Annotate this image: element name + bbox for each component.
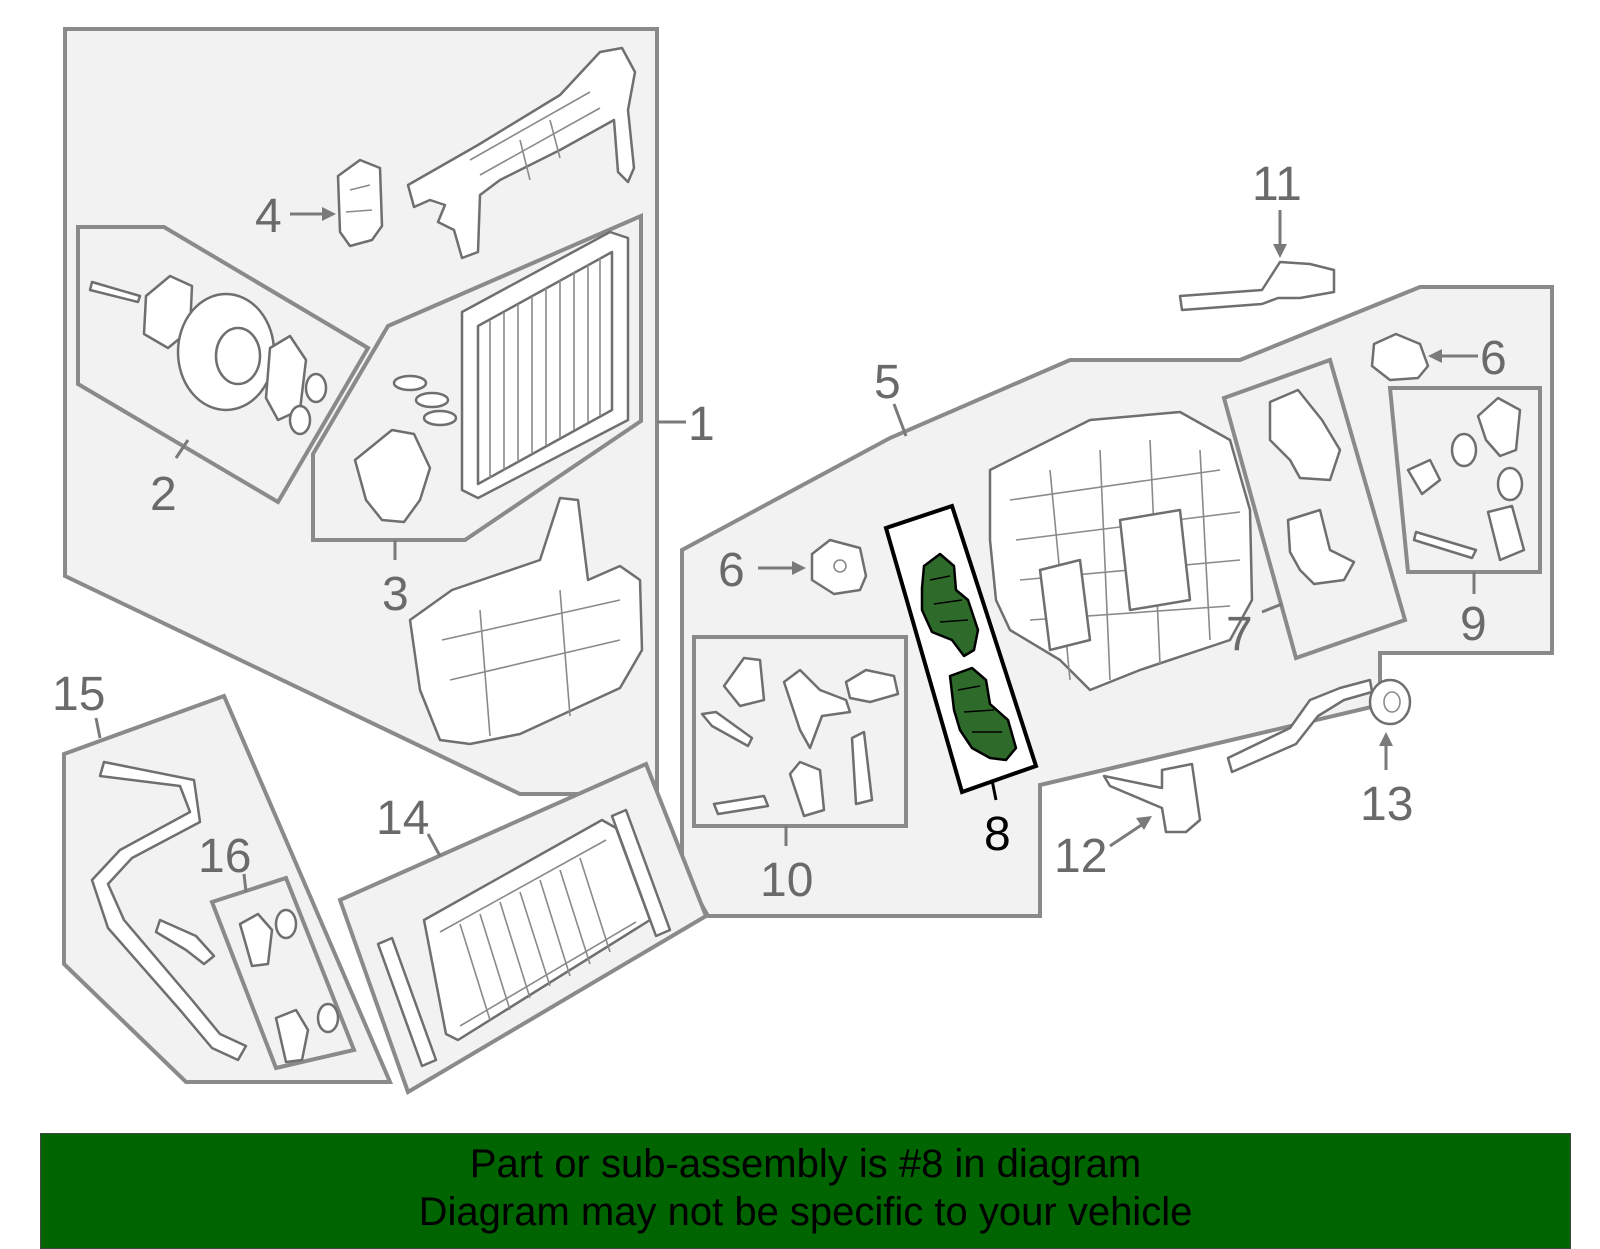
callout-11: 11	[1252, 158, 1302, 211]
evaporator-core	[460, 230, 630, 500]
callout-6-left: 6	[718, 544, 745, 597]
part-7-group	[1268, 388, 1356, 586]
info-banner: Part or sub-assembly is #8 in diagram Di…	[40, 1133, 1571, 1249]
callout-5: 5	[874, 356, 901, 409]
part-2-group	[88, 274, 328, 436]
part-16-group	[238, 908, 340, 1064]
banner-line-1: Part or sub-assembly is #8 in diagram	[469, 1142, 1142, 1186]
callout-10: 10	[760, 854, 813, 907]
callout-2: 2	[150, 468, 177, 521]
part-4	[336, 158, 384, 248]
callout-3: 3	[382, 568, 409, 621]
part-12	[1102, 762, 1202, 834]
callout-9: 9	[1460, 598, 1487, 651]
part-6-right	[1370, 332, 1430, 382]
callout-6-right: 6	[1480, 332, 1507, 385]
expansion-valve-part	[353, 374, 458, 524]
callout-4: 4	[255, 190, 282, 243]
banner-line-2: Diagram may not be specific to your vehi…	[418, 1190, 1193, 1234]
callout-14: 14	[376, 792, 429, 845]
hvac-case-part	[988, 410, 1254, 692]
callout-1: 1	[688, 398, 715, 451]
callout-7: 7	[1226, 608, 1253, 661]
callout-15: 15	[52, 668, 105, 721]
part-13	[1226, 678, 1412, 774]
part-8-highlighted	[920, 552, 1018, 762]
pipes-part	[90, 760, 248, 1062]
assembly-15-panel	[62, 693, 394, 1084]
callout-8: 8	[984, 808, 1011, 861]
part-10-group	[700, 656, 900, 818]
callout-12: 12	[1054, 830, 1107, 883]
part-6-left	[810, 538, 868, 596]
parts-diagram: 1 2 3 4 8 6	[52, 27, 1554, 1095]
callout-16: 16	[198, 830, 251, 883]
heater-core	[376, 808, 672, 1068]
lower-case-part	[408, 496, 644, 746]
callout-13: 13	[1360, 778, 1413, 831]
part-11	[1178, 260, 1336, 312]
part-9-group	[1406, 396, 1526, 562]
upper-bracket-part	[406, 46, 637, 260]
